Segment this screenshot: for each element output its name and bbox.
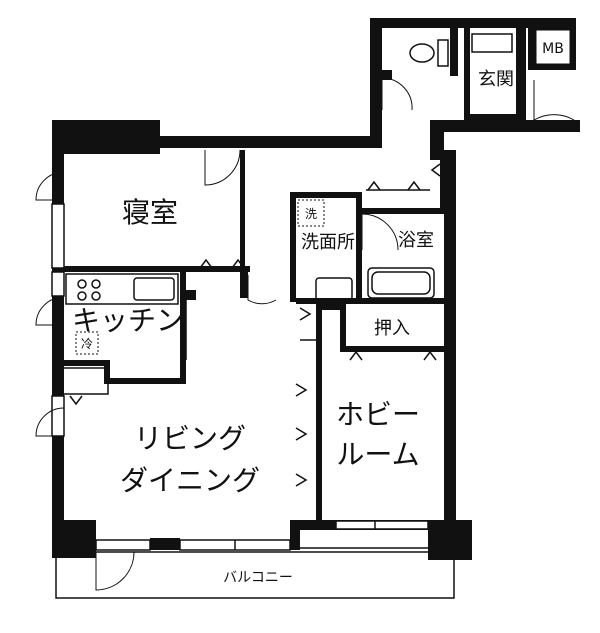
fridge-mark: 冷 — [81, 337, 93, 351]
room-label-bedroom: 寝室 — [122, 196, 178, 229]
room-label-meter-box: MB — [542, 41, 564, 57]
doors — [35, 77, 575, 591]
kitchen-counter — [65, 273, 179, 305]
room-label-entrance: 玄関 — [478, 69, 514, 90]
room-label-balcony: バルコニー — [223, 570, 293, 586]
room-label-washroom: 洗面所 — [301, 232, 355, 253]
sliding-door-markers — [69, 163, 441, 487]
toilet — [409, 39, 449, 67]
room-label-bathroom: 浴室 — [398, 230, 434, 251]
washer-mark: 洗 — [305, 207, 317, 221]
interior-walls — [60, 28, 526, 524]
room-label-living-1: リビング — [134, 422, 246, 455]
room-label-hobby-1: ホビー — [336, 398, 420, 431]
room-label-living-2: ダイニング — [120, 464, 260, 497]
bathroom-fixtures — [315, 267, 435, 301]
room-label-kitchen: キッチン — [72, 304, 184, 337]
room-label-hobby-2: ルーム — [336, 438, 419, 471]
windows — [51, 203, 429, 551]
room-label-closet: 押入 — [374, 318, 410, 339]
